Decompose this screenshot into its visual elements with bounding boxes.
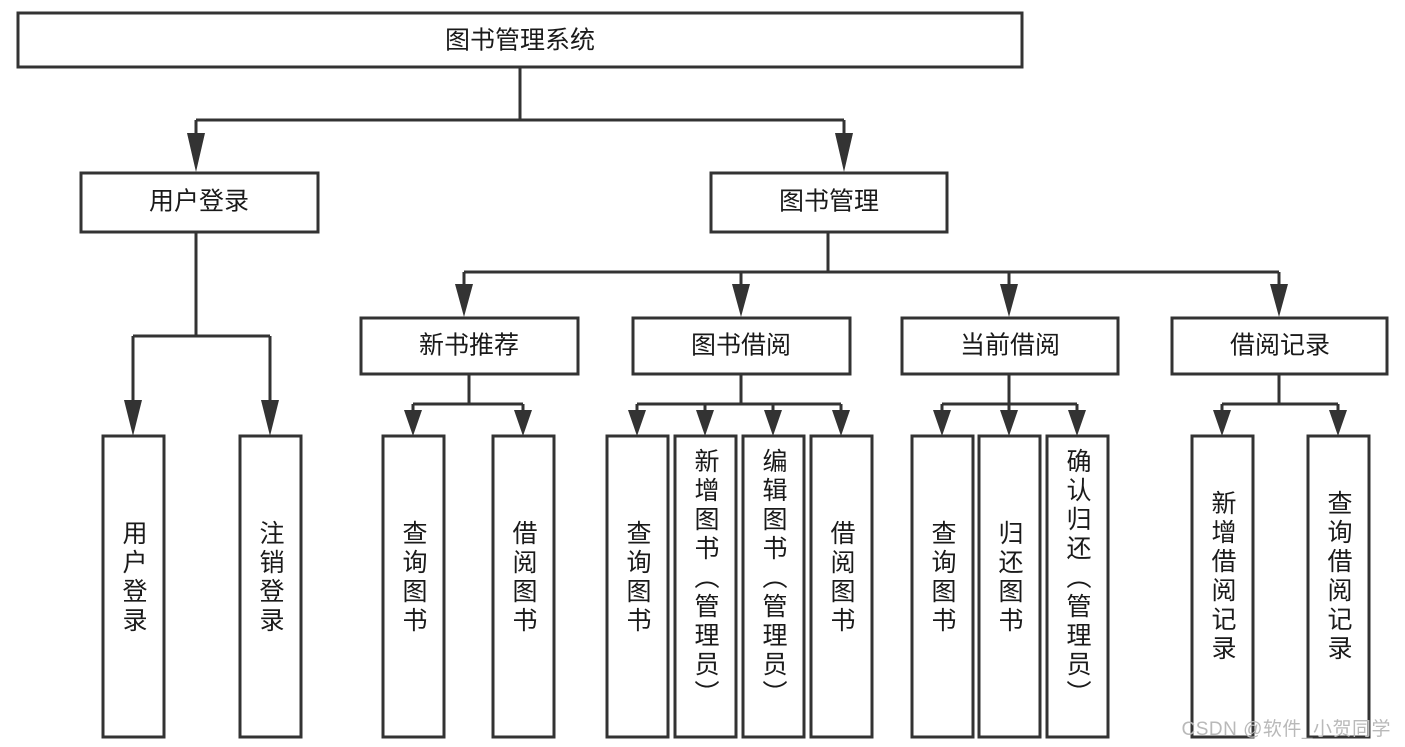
node-leaf-add-book-label: 新增图书（管理员）: [691, 448, 720, 709]
node-user-login[interactable]: 用户登录: [79, 171, 320, 234]
node-current-borrow-box[interactable]: [900, 316, 1120, 376]
arrow-head-leaf-query-book-2: [628, 410, 646, 436]
node-leaf-borrow-book-2-box[interactable]: [809, 434, 874, 739]
arrow-head-leaf-edit-book: [764, 410, 782, 436]
arrow-head-leaf-borrow-book-1: [514, 410, 532, 436]
connector-borrow-record-to-leaves: [1213, 375, 1347, 436]
node-leaf-query-book-3-box[interactable]: [910, 434, 975, 739]
node-leaf-add-record-box[interactable]: [1190, 434, 1255, 739]
node-leaf-query-book-2-box[interactable]: [605, 434, 670, 739]
arrow-head-leaf-query-book-1: [404, 410, 422, 436]
node-leaf-query-record[interactable]: 查询借阅记录: [1306, 434, 1371, 739]
node-borrow-record-label: 借阅记录: [1230, 332, 1330, 360]
connector-current-borrow-to-leaves: [933, 375, 1086, 436]
arrow-head-user-login: [187, 133, 205, 172]
node-leaf-return-book-box[interactable]: [977, 434, 1042, 739]
node-leaf-confirm-return[interactable]: 确认归还（管理员）: [1045, 434, 1110, 739]
node-leaf-user-logout-label: 注销登录: [256, 520, 285, 636]
node-leaf-add-book-box[interactable]: [673, 434, 738, 739]
node-book-manage-label: 图书管理: [779, 188, 879, 216]
arrow-head-leaf-borrow-book-2: [832, 410, 850, 436]
connector-user-login-to-leaves: [124, 232, 279, 436]
node-book-borrow-box[interactable]: [631, 316, 852, 376]
arrow-head-leaf-return-book: [1000, 410, 1018, 436]
node-root-box[interactable]: [16, 11, 1024, 69]
node-leaf-add-book[interactable]: 新增图书（管理员）: [673, 434, 738, 739]
node-leaf-borrow-book-1-label: 借阅图书: [509, 520, 538, 636]
arrow-head-leaf-add-book: [696, 410, 714, 436]
csdn-watermark: CSDN @软件_小贺同学: [1181, 719, 1391, 740]
arrow-head-book-borrow: [732, 284, 750, 317]
node-current-borrow[interactable]: 当前借阅: [900, 316, 1120, 376]
arrow-head-leaf-user-logout: [261, 400, 279, 436]
node-user-login-box[interactable]: [79, 171, 320, 234]
node-book-borrow-label: 图书借阅: [691, 332, 791, 360]
node-leaf-borrow-book-1[interactable]: 借阅图书: [491, 434, 556, 739]
connector-book-manage-to-level3: [455, 232, 1288, 317]
node-leaf-borrow-book-1-box[interactable]: [491, 434, 556, 739]
node-leaf-query-record-box[interactable]: [1306, 434, 1371, 739]
node-leaf-edit-book-label: 编辑图书（管理员）: [759, 448, 788, 709]
node-leaf-edit-book[interactable]: 编辑图书（管理员）: [741, 434, 806, 739]
node-current-borrow-label: 当前借阅: [960, 332, 1060, 360]
node-leaf-query-book-1-box[interactable]: [381, 434, 446, 739]
node-new-book-recommend-label: 新书推荐: [419, 332, 519, 360]
node-leaf-query-book-3-label: 查询图书: [928, 520, 957, 636]
node-leaf-user-logout-box[interactable]: [238, 434, 303, 739]
node-leaf-add-record-label: 新增借阅记录: [1208, 490, 1237, 664]
node-leaf-query-book-3[interactable]: 查询图书: [910, 434, 975, 739]
arrow-head-leaf-add-record: [1213, 410, 1231, 436]
node-leaf-edit-book-box[interactable]: [741, 434, 806, 739]
node-borrow-record[interactable]: 借阅记录: [1170, 316, 1389, 376]
node-leaf-borrow-book-2[interactable]: 借阅图书: [809, 434, 874, 739]
arrow-head-book-manage: [835, 133, 853, 172]
node-book-manage-box[interactable]: [709, 171, 949, 234]
arrow-head-new-book-recommend: [455, 284, 473, 317]
node-leaf-add-record[interactable]: 新增借阅记录: [1190, 434, 1255, 739]
arrow-head-current-borrow: [1000, 284, 1018, 317]
node-root-label: 图书管理系统: [445, 27, 595, 55]
node-root[interactable]: 图书管理系统: [16, 11, 1024, 69]
node-user-login-label: 用户登录: [149, 188, 249, 216]
node-leaf-query-book-2[interactable]: 查询图书: [605, 434, 670, 739]
node-leaf-confirm-return-box[interactable]: [1045, 434, 1110, 739]
node-new-book-recommend[interactable]: 新书推荐: [359, 316, 580, 376]
arrow-head-borrow-record: [1270, 284, 1288, 317]
arrow-head-leaf-confirm-return: [1068, 410, 1086, 436]
node-leaf-user-login-label: 用户登录: [119, 520, 148, 636]
node-leaf-return-book[interactable]: 归还图书: [977, 434, 1042, 739]
node-new-book-recommend-box[interactable]: [359, 316, 580, 376]
arrow-head-leaf-query-book-3: [933, 410, 951, 436]
node-leaf-confirm-return-label: 确认归还（管理员）: [1063, 448, 1092, 709]
arrow-head-leaf-query-record: [1329, 410, 1347, 436]
node-leaf-query-record-label: 查询借阅记录: [1324, 490, 1353, 664]
connector-book-borrow-to-leaves: [628, 375, 850, 436]
arrow-head-leaf-user-login: [124, 400, 142, 436]
connector-root-to-level2: [187, 67, 853, 172]
node-leaf-query-book-1-label: 查询图书: [399, 520, 428, 636]
node-leaf-user-login[interactable]: 用户登录: [101, 434, 166, 739]
connector-new-book-recommend-to-leaves: [404, 375, 532, 436]
node-leaf-return-book-label: 归还图书: [995, 520, 1024, 636]
node-book-borrow[interactable]: 图书借阅: [631, 316, 852, 376]
node-leaf-user-login-box[interactable]: [101, 434, 166, 739]
node-leaf-query-book-1[interactable]: 查询图书: [381, 434, 446, 739]
node-book-manage[interactable]: 图书管理: [709, 171, 949, 234]
node-borrow-record-box[interactable]: [1170, 316, 1389, 376]
node-leaf-query-book-2-label: 查询图书: [623, 520, 652, 636]
node-leaf-user-logout[interactable]: 注销登录: [238, 434, 303, 739]
node-leaf-borrow-book-2-label: 借阅图书: [827, 520, 856, 636]
